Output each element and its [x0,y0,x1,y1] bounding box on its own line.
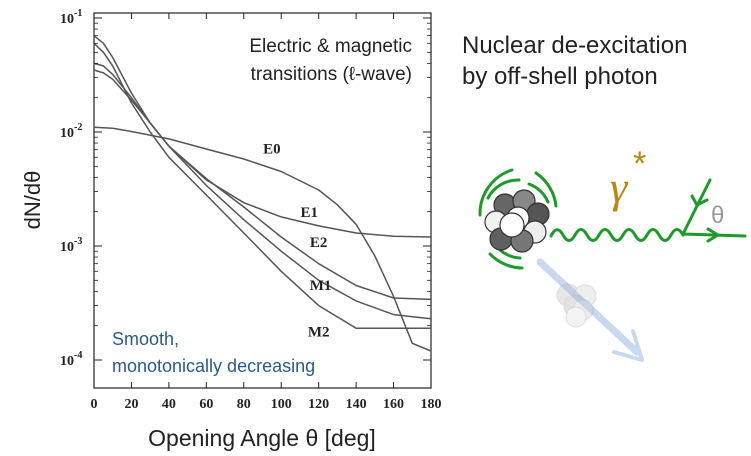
y-axis-label: dN/dθ [20,171,45,230]
angle-label: θ [711,202,724,229]
photon-wave [549,228,685,242]
x-tick-label: 180 [421,397,442,412]
x-tick-label: 60 [199,397,213,412]
diagram-title-line1: Nuclear de-excitation [462,32,687,59]
x-tick-label: 140 [346,397,367,412]
x-axis-ticks: 0 20 40 60 80 100 120 140 160 180 [91,13,442,412]
y-axis-ticks: 10-1 10-2 10-3 10-4 [60,8,431,369]
excited-nucleus [478,168,558,270]
plot-frame [93,12,432,389]
diagram-title-line2: by off-shell photon [462,63,658,90]
recoil-arrow [536,258,644,362]
recoil-nucleus [556,283,597,328]
x-tick-label: 160 [383,397,404,412]
x-tick-label: 40 [162,397,176,412]
series-line-e2 [93,69,432,320]
series-label-m1: M1 [310,278,332,294]
photon-decay-lines [681,178,747,243]
curves [93,35,432,352]
annotation-top-right-line1: Electric & magnetic [249,36,412,57]
series-label-e1: E1 [301,205,319,221]
photon-superscript: * [633,145,646,183]
series-label-m2: M2 [308,325,330,341]
annotation-top-right-line2: transitions (ℓ-wave) [251,64,412,85]
x-tick-label: 100 [271,397,292,412]
x-tick-label: 120 [308,397,329,412]
x-axis-label: Opening Angle θ [deg] [148,425,376,451]
series-line-e0 [93,126,432,352]
y-tick-label: 10-2 [60,122,82,141]
annotation-bottom-left-line2: monotonically decreasing [112,356,315,376]
series-line-e1 [93,62,432,238]
series-line-m2 [93,42,431,329]
diagram: Nuclear de-excitation by off-shell photo… [462,32,747,362]
series-label-e2: E2 [310,235,328,251]
series-line-m1 [93,35,432,301]
y-tick-label: 10-1 [60,8,82,27]
annotation-bottom-left-line1: Smooth, [112,329,179,349]
y-tick-label: 10-3 [60,236,82,255]
x-tick-label: 0 [91,397,98,412]
series-label-e0: E0 [263,141,281,157]
y-tick-label: 10-4 [60,350,82,369]
photon-label: γ [610,163,629,212]
x-tick-label: 20 [124,397,138,412]
x-tick-label: 80 [237,397,251,412]
